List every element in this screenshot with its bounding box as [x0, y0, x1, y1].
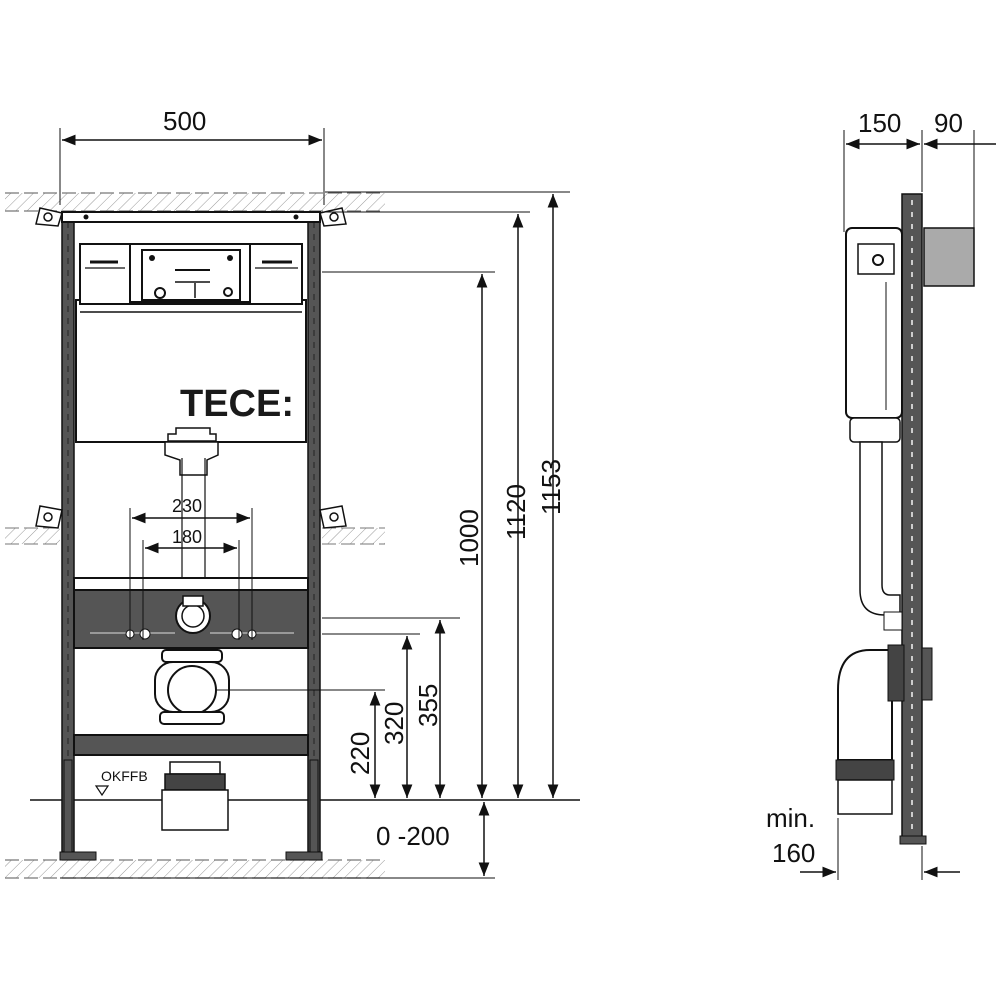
dim-150-label: 150: [858, 108, 901, 138]
dim-1000: 1000: [454, 274, 488, 798]
dim-355-label: 355: [413, 684, 443, 727]
dim-220: 220: [345, 692, 381, 798]
dim-90-label: 90: [934, 108, 963, 138]
dim-500: 500: [59, 106, 325, 205]
floor-hatch: [5, 860, 385, 878]
right-foot: [285, 851, 323, 861]
dim-180-label: 180: [172, 527, 202, 547]
front-view: TECE:: [5, 106, 580, 879]
top-left-bracket: [35, 207, 63, 227]
dim-500-label: 500: [163, 106, 206, 136]
dim-1000-label: 1000: [454, 509, 484, 567]
drain-pipe: [161, 761, 229, 831]
left-foot: [59, 851, 97, 861]
flush-outlet: [167, 427, 217, 442]
top-wall-hatch: [5, 193, 385, 211]
side-flush-pipe: [859, 441, 901, 616]
floor-reference-label: OKFFB: [101, 768, 148, 784]
frame-top-rail: [61, 211, 321, 223]
dim-1153-label: 1153: [536, 459, 566, 515]
dim-1120-label: 1120: [501, 484, 531, 540]
wall-block: [923, 227, 975, 287]
dim-230: 230: [129, 496, 253, 640]
dim-355: 355: [413, 620, 446, 798]
dim-1153: 1153: [536, 194, 566, 798]
mid-wall-hatch-left: [5, 528, 60, 544]
frame-lower-rail: [73, 734, 309, 756]
dim-230-label: 230: [172, 496, 202, 516]
pan-connection-rail: [73, 577, 309, 591]
dim-320: 320: [379, 636, 413, 798]
dim-min-label: min.: [766, 803, 815, 833]
mid-wall-hatch-right: [322, 528, 385, 544]
mid-right-bracket: [319, 505, 347, 529]
dim-1120: 1120: [501, 214, 531, 798]
mid-left-bracket: [35, 505, 63, 529]
dim-0-200: 0 -200: [376, 802, 490, 876]
dim-180: 180: [142, 527, 240, 640]
dim-220-label: 220: [345, 732, 375, 775]
side-view: 150 90 min. 160: [766, 108, 996, 880]
dim-0-200-label: 0 -200: [376, 821, 450, 851]
brand-logo: TECE:: [180, 383, 294, 425]
dim-320-label: 320: [379, 702, 409, 745]
dim-160-label: 160: [772, 838, 815, 868]
waste-pipe-connector: [154, 649, 230, 725]
